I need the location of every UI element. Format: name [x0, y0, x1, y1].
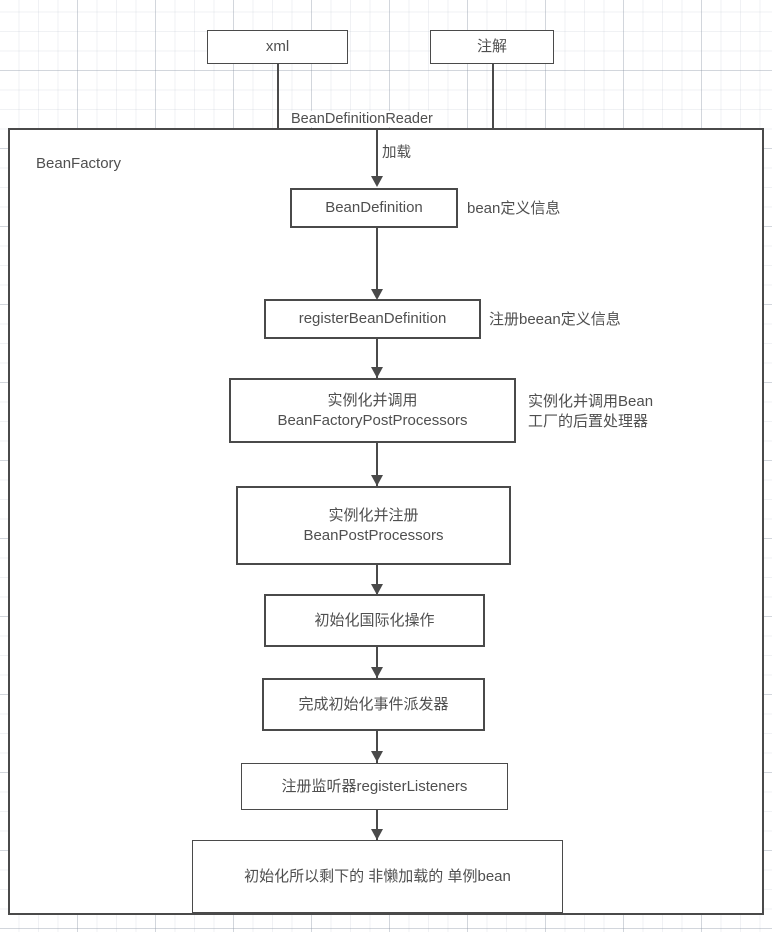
node-init-singletons[interactable]: 初始化所以剩下的 非懒加载的 单例bean — [192, 840, 563, 913]
arrowhead-multicaster-to-listeners — [371, 751, 383, 762]
node-bean-factory-post-processors[interactable]: 实例化并调用 BeanFactoryPostProcessors — [229, 378, 516, 443]
note-bean-factory-post-processors: 实例化并调用Bean 工厂的后置处理器 — [528, 393, 654, 430]
connector-i18n-to-multicaster — [376, 647, 378, 679]
node-init-event-multicaster[interactable]: 完成初始化事件派发器 — [262, 678, 485, 731]
arrowhead-load — [371, 176, 383, 187]
note-bean-definition: bean定义信息 — [467, 200, 561, 217]
node-xml-label: xml — [265, 38, 290, 56]
connector-multicaster-to-listeners — [376, 731, 378, 764]
node-register-listeners-label: 注册监听器registerListeners — [281, 777, 468, 795]
connector-rbd-to-bfpp — [376, 339, 378, 379]
arrowhead-bfpp-to-bpp — [371, 475, 383, 486]
note-register-bean-definition: 注册beean定义信息 — [489, 311, 621, 328]
node-init-i18n-label: 初始化国际化操作 — [314, 611, 435, 629]
connector-xml-down — [277, 64, 279, 129]
beanfactory-label: BeanFactory — [36, 155, 122, 172]
connector-listeners-to-singletons — [376, 810, 378, 841]
arrowhead-listeners-to-singletons — [371, 829, 383, 840]
node-register-bean-definition-label: registerBeanDefinition — [298, 310, 447, 328]
node-annotation[interactable]: 注解 — [430, 30, 554, 64]
arrowhead-rbd-to-bfpp — [371, 367, 383, 378]
node-register-listeners[interactable]: 注册监听器registerListeners — [241, 763, 508, 810]
node-init-event-multicaster-label: 完成初始化事件派发器 — [298, 695, 449, 713]
edge-label-load: 加载 — [382, 145, 411, 161]
connector-bpp-to-i18n — [376, 565, 378, 595]
node-annotation-label: 注解 — [476, 38, 507, 56]
node-bean-factory-post-processors-label: 实例化并调用 BeanFactoryPostProcessors — [277, 392, 468, 429]
node-bean-post-processors-label: 实例化并注册 BeanPostProcessors — [303, 507, 444, 544]
node-bean-definition-label: BeanDefinition — [325, 199, 423, 217]
connector-bd-to-rbd — [376, 228, 378, 290]
arrowhead-i18n-to-multicaster — [371, 667, 383, 678]
arrowhead-bpp-to-i18n — [371, 584, 383, 595]
edge-label-bean-definition-reader: BeanDefinitionReader — [289, 111, 435, 127]
node-bean-definition[interactable]: BeanDefinition — [290, 188, 458, 228]
connector-load — [376, 129, 378, 177]
arrowhead-bd-to-rbd — [371, 289, 383, 300]
node-init-singletons-label: 初始化所以剩下的 非懒加载的 单例bean — [244, 867, 511, 885]
node-bean-post-processors[interactable]: 实例化并注册 BeanPostProcessors — [236, 486, 511, 565]
connector-bfpp-to-bpp — [376, 443, 378, 487]
node-init-i18n[interactable]: 初始化国际化操作 — [264, 594, 485, 647]
node-xml[interactable]: xml — [207, 30, 348, 64]
connector-annotation-down — [492, 64, 494, 129]
node-register-bean-definition[interactable]: registerBeanDefinition — [264, 299, 481, 339]
